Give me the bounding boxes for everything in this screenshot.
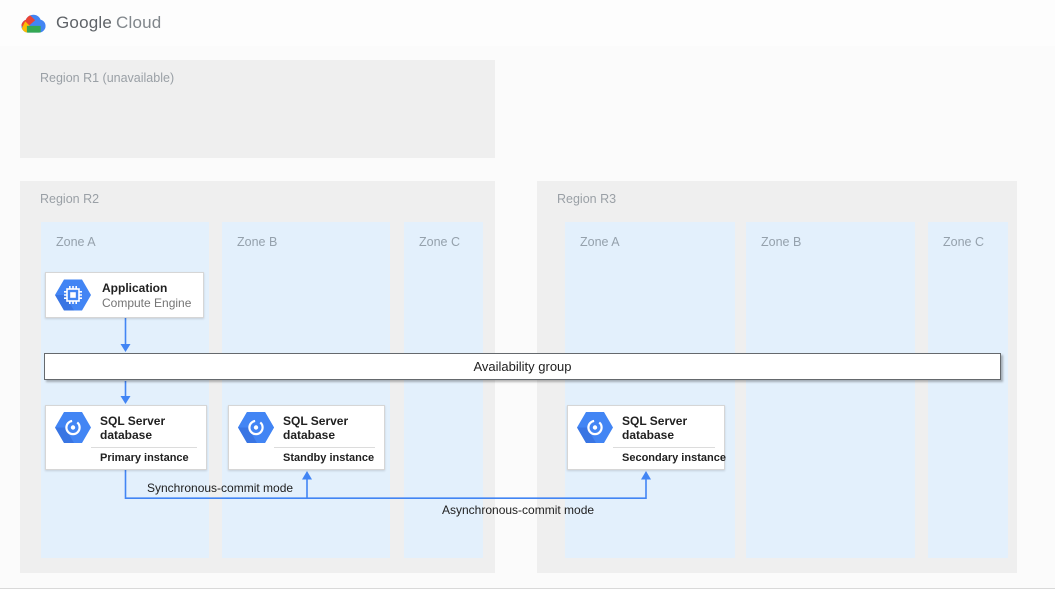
sql-server-secondary-card: SQL Server database Secondary instance [567,405,726,470]
r2-zone-c: Zone C [404,222,483,558]
application-title: Application [102,281,168,295]
sql-server-secondary-title: SQL Server database [622,414,688,442]
sql-server-primary-card: SQL Server database Primary instance [45,405,207,470]
r3-zone-b-label: Zone B [761,235,802,249]
application-subtitle: Compute Engine [102,296,192,310]
region-r3-label: Region R3 [557,192,617,206]
card-divider [274,447,375,448]
brand-cloud: Cloud [116,13,162,32]
cloud-sql-icon [55,412,91,443]
cloud-sql-icon [577,412,613,443]
sql-server-primary-role: Primary instance [100,452,189,464]
r3-zone-c-label: Zone C [943,235,984,249]
r3-zone-a-label: Zone A [580,235,620,249]
region-r1-unavailable: Region R1 (unavailable) [20,60,495,158]
r2-zone-a-label: Zone A [56,235,96,249]
brand-google: Google [56,13,113,32]
sql-server-standby-card: SQL Server database Standby instance [228,405,385,470]
application-card: Application Compute Engine [45,272,204,318]
card-divider [91,447,197,448]
google-cloud-icon [21,14,46,33]
asynchronous-commit-label: Asynchronous-commit mode [442,503,595,517]
r2-zone-b-label: Zone B [237,235,278,249]
r3-zone-a: Zone A [565,222,735,558]
r3-zone-b: Zone B [746,222,915,558]
region-r1-label: Region R1 (unavailable) [40,71,175,85]
r3-zone-c: Zone C [928,222,1008,558]
r2-zone-b: Zone B [222,222,390,558]
availability-group-bar: Availability group [44,353,1001,380]
availability-group-label: Availability group [473,359,572,374]
synchronous-commit-label: Synchronous-commit mode [147,481,294,495]
cloud-sql-icon [238,412,274,443]
sql-server-secondary-role: Secondary instance [622,452,726,464]
sql-server-primary-title: SQL Server database [100,414,166,442]
r2-zone-c-label: Zone C [419,235,460,249]
sql-server-standby-role: Standby instance [283,452,375,464]
region-r2-label: Region R2 [40,192,100,206]
card-divider [613,447,715,448]
compute-engine-icon [55,279,91,311]
sql-server-standby-title: SQL Server database [283,414,349,442]
